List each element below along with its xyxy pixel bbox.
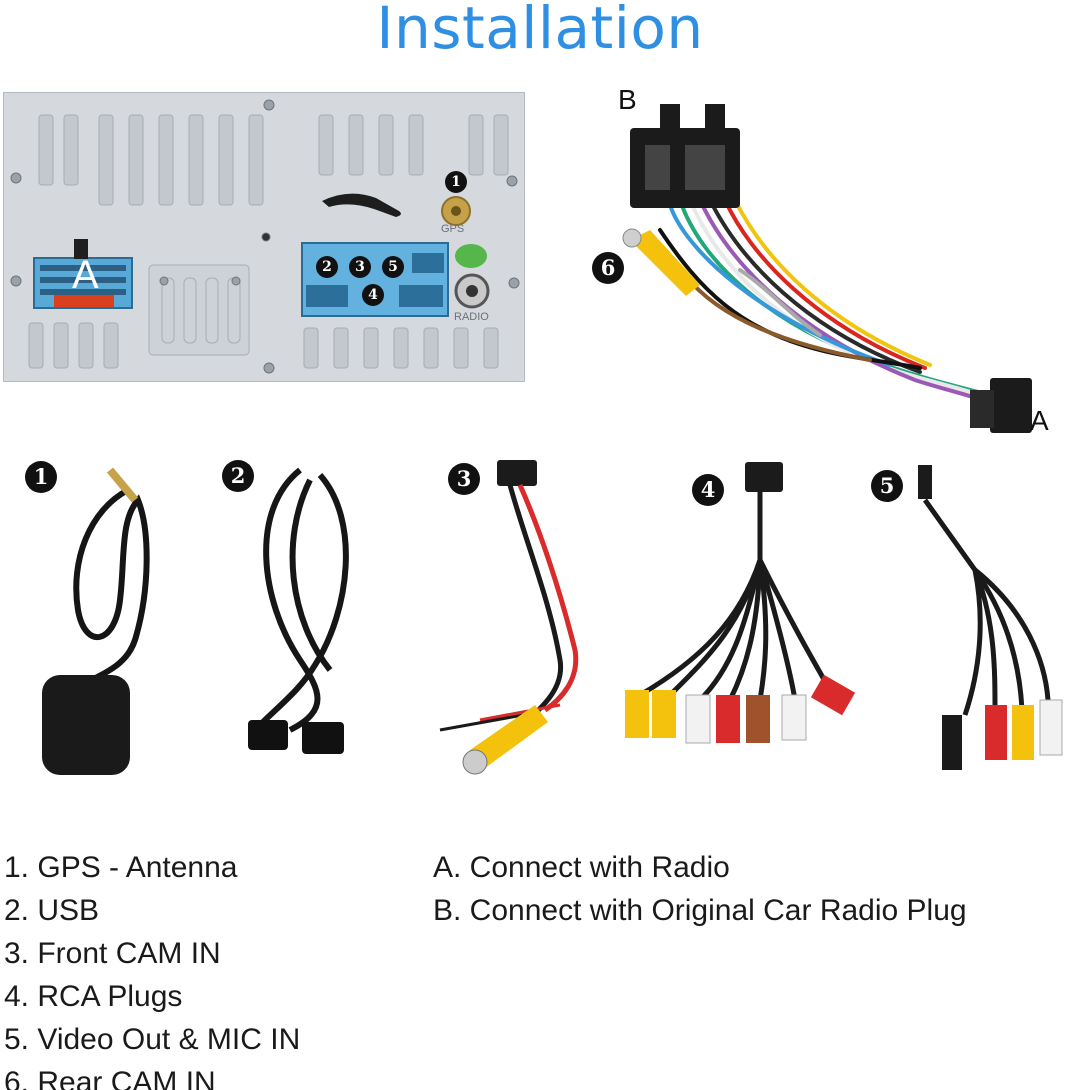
head-unit-back-panel: A 1 GPS RADIO 2 3 5 4	[3, 92, 525, 382]
port-2-badge: 2	[316, 256, 338, 278]
legend-item-video-mic: 5. Video Out & MIC IN	[4, 1023, 301, 1056]
accessory-cables-illustration	[42, 460, 1063, 775]
gps-port-label: GPS	[441, 223, 465, 235]
harness-label-b: B	[618, 84, 637, 115]
front-cam-badge: 3	[448, 463, 480, 495]
wiring-harness: B A 6	[590, 84, 1060, 440]
legend-item-usb: 2. USB	[4, 894, 100, 927]
legend-item-rca: 4. RCA Plugs	[4, 980, 183, 1013]
legend-item-rear-cam: 6. Rear CAM IN	[4, 1066, 216, 1090]
legend-ports: 1. GPS - Antenna 2. USB 3. Front CAM IN …	[4, 846, 300, 1090]
legend-connectors: A. Connect with Radio B. Connect with Or…	[433, 846, 967, 932]
video-out-mic-cable-illustration	[918, 465, 1051, 716]
radio-port-label: RADIO	[454, 311, 489, 323]
gps-antenna-badge: 1	[25, 461, 57, 493]
rca-plugs-badge: 4	[692, 474, 724, 506]
port-3-badge: 3	[349, 256, 371, 278]
port-5-badge: 5	[382, 256, 404, 278]
legend-item-gps: 1. GPS - Antenna	[4, 851, 238, 884]
legend-item-connector-a: A. Connect with Radio	[433, 851, 730, 884]
back-panel-illustration	[10, 99, 520, 374]
legend-item-front-cam: 3. Front CAM IN	[4, 937, 221, 970]
connector-a-label: A	[72, 253, 99, 297]
usb-connector-2	[302, 722, 344, 754]
legend-item-connector-b: B. Connect with Original Car Radio Plug	[433, 894, 967, 927]
page-title: Installation	[376, 0, 704, 62]
harness-label-a: A	[1030, 405, 1049, 436]
port-1-badge: 1	[445, 171, 467, 193]
rca-plugs-illustration	[638, 462, 833, 702]
usb-cable-illustration	[257, 467, 349, 733]
gps-antenna-illustration	[42, 467, 150, 775]
wiring-harness-illustration	[622, 104, 1032, 433]
port-4-badge: 4	[362, 284, 384, 306]
accessory-cables: 1 2 3 4 5	[0, 450, 1080, 790]
usb-cable-badge: 2	[222, 460, 254, 492]
front-cam-cable-illustration	[439, 460, 579, 775]
rear-cam-badge: 6	[592, 252, 624, 284]
usb-connector-1	[248, 720, 288, 750]
video-out-mic-badge: 5	[871, 470, 903, 502]
